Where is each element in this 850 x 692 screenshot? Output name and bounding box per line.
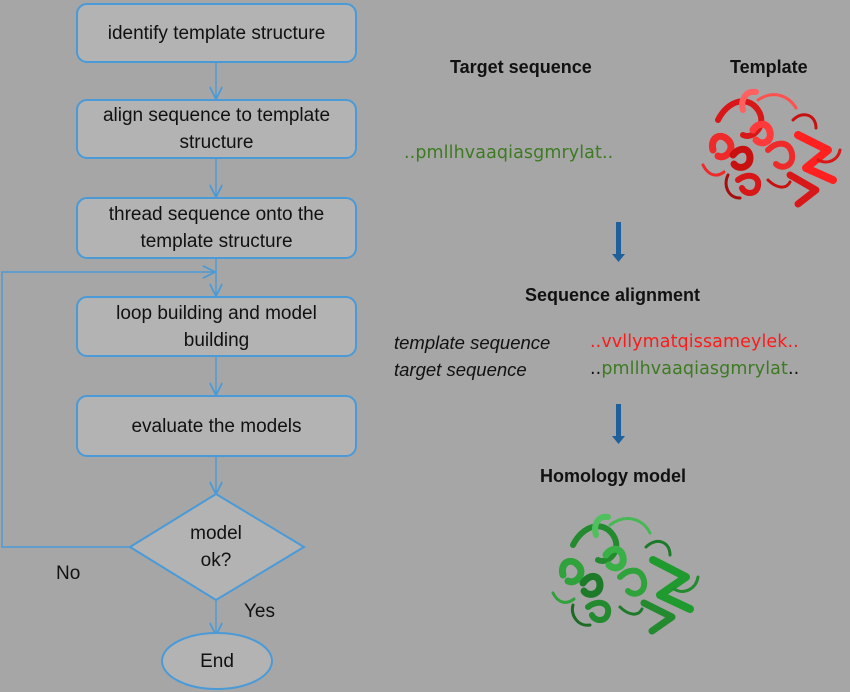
right-down-arrow-2: [612, 404, 625, 444]
step-identify-template: identify template structure: [76, 3, 357, 63]
aligned-target-core: pmllhvaaqiasgmrylat: [601, 359, 788, 379]
step-3-line-1: thread sequence onto the: [108, 204, 325, 225]
sequence-alignment-heading: Sequence alignment: [525, 285, 701, 305]
template-protein-structure: [701, 88, 842, 208]
template-sequence-label: template sequence: [394, 332, 551, 353]
step-thread-sequence: thread sequence onto the template struct…: [76, 197, 357, 259]
step-2-line-1: align sequence to template: [102, 105, 331, 126]
decision-line-1: model: [190, 523, 242, 544]
step-align-sequence: align sequence to template structure: [76, 99, 357, 159]
loop-back-connector: [1, 272, 214, 548]
yes-branch-label: Yes: [244, 601, 275, 622]
right-down-arrow-1: [612, 222, 625, 262]
aligned-target-sequence: ..pmllhvaaqiasgmrylat..: [590, 359, 799, 379]
aligned-target-suffix: ..: [787, 359, 800, 379]
end-ellipse: [161, 632, 273, 690]
aligned-target-prefix: ..: [590, 359, 602, 379]
template-heading: Template: [730, 57, 808, 77]
step-4-line-1: loop building and model: [116, 302, 317, 324]
template-sequence-value: ..vvllymatqissameylek..: [590, 332, 799, 352]
homology-model-structure: [551, 513, 700, 635]
step-loop-building: loop building and model building: [76, 296, 357, 357]
end-label: End: [200, 651, 234, 672]
decision-diamond: [128, 492, 306, 602]
homology-model-heading: Homology model: [540, 466, 687, 486]
step-evaluate-models: evaluate the models: [76, 395, 357, 457]
decision-label: model ok?: [166, 520, 266, 574]
step-2-line-2: structure: [179, 132, 254, 153]
target-sequence-heading: Target sequence: [450, 57, 592, 77]
decision-line-2: ok?: [200, 550, 232, 571]
step-1-line-1: identify template structure: [107, 22, 326, 44]
no-branch-label: No: [56, 563, 81, 584]
target-sequence-label: target sequence: [394, 359, 527, 380]
step-4-line-2: building: [183, 329, 250, 351]
step-3-line-2: template structure: [140, 231, 293, 252]
step-5-line-1: evaluate the models: [131, 415, 302, 437]
target-sequence-text: ..pmllhvaaqiasgmrylat..: [404, 143, 614, 163]
